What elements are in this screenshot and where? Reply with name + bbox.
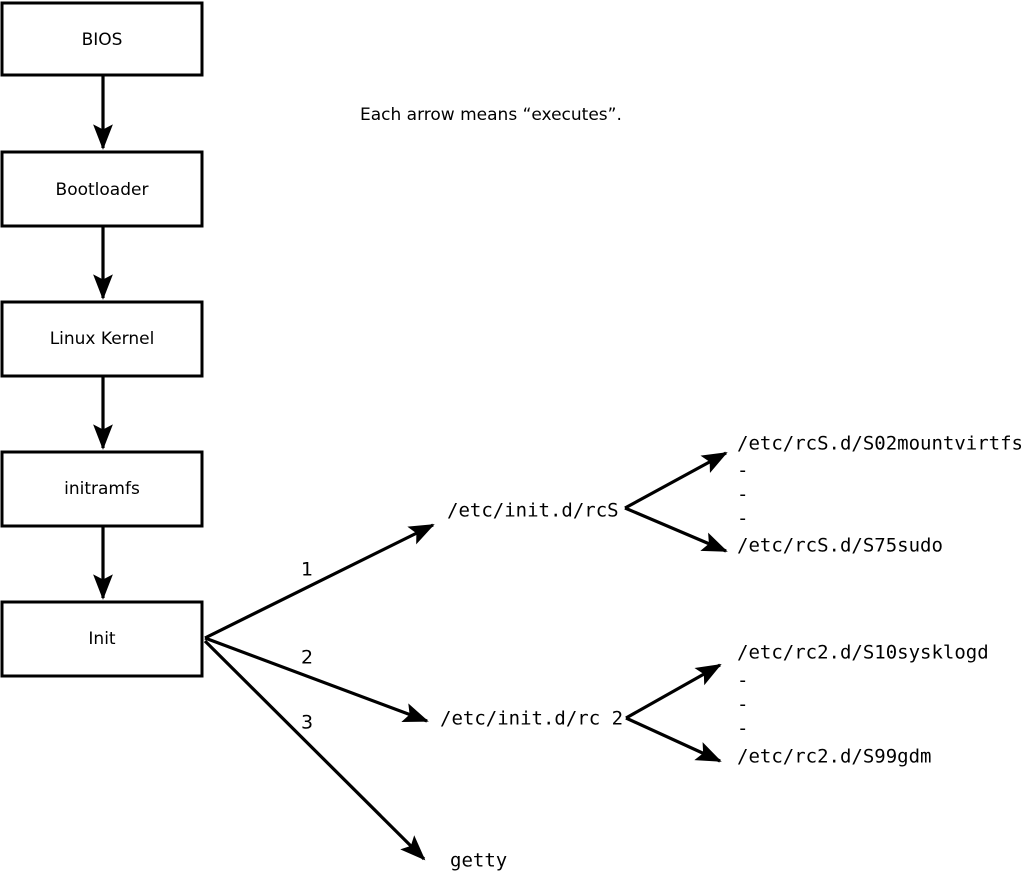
box-linux-kernel-label: Linux Kernel bbox=[50, 329, 155, 349]
label-rc2-d-first: /etc/rc2.d/S10sysklogd bbox=[737, 642, 989, 664]
box-bios: BIOS bbox=[0, 1, 204, 77]
label-rcs-script: /etc/init.d/rcS bbox=[447, 500, 619, 522]
box-bootloader: Bootloader bbox=[0, 150, 204, 228]
box-initramfs-rect bbox=[0, 450, 204, 528]
box-bios-label: BIOS bbox=[82, 30, 123, 50]
label-rcs-d-ellipsis-3: - bbox=[737, 508, 748, 530]
box-bios-rect bbox=[0, 1, 204, 77]
diagram-caption: Each arrow means “executes”. bbox=[360, 105, 622, 125]
arrow-init-to-getty bbox=[203, 639, 426, 861]
label-rcs-d-ellipsis-1: - bbox=[737, 460, 748, 482]
edge-number-2: 2 bbox=[301, 647, 313, 669]
label-rc2-script: /etc/init.d/rc 2 bbox=[440, 708, 623, 730]
box-init: Init bbox=[0, 600, 204, 678]
arrow-rcs-to-first-script bbox=[624, 451, 728, 510]
box-linux-kernel: Linux Kernel bbox=[0, 300, 204, 378]
box-init-label: Init bbox=[88, 629, 116, 649]
label-rcs-d-ellipsis-2: - bbox=[737, 484, 748, 506]
label-rc2-d-last: /etc/rc2.d/S99gdm bbox=[737, 746, 931, 768]
edge-number-1: 1 bbox=[301, 559, 313, 581]
arrow-init-to-rcs bbox=[204, 523, 435, 640]
arrow-rc2-to-last-script bbox=[625, 716, 722, 763]
label-rc2-d-ellipsis-1: - bbox=[737, 670, 748, 692]
label-getty: getty bbox=[450, 850, 507, 872]
label-rcs-d-last: /etc/rcS.d/S75sudo bbox=[737, 535, 943, 557]
arrow-rcs-to-last-script bbox=[624, 506, 728, 553]
box-bootloader-rect bbox=[0, 150, 204, 228]
label-rc2-d-ellipsis-2: - bbox=[737, 694, 748, 716]
label-rcs-d-first: /etc/rcS.d/S02mountvirtfs bbox=[737, 433, 1023, 455]
edge-number-3: 3 bbox=[301, 712, 313, 734]
label-rc2-d-ellipsis-3: - bbox=[737, 718, 748, 740]
arrow-init-to-rc2 bbox=[204, 636, 429, 723]
box-initramfs: initramfs bbox=[0, 450, 204, 528]
arrow-rc2-to-first-script bbox=[625, 663, 722, 720]
box-initramfs-label: initramfs bbox=[64, 479, 140, 499]
box-init-rect bbox=[0, 600, 204, 678]
box-bootloader-label: Bootloader bbox=[56, 180, 149, 200]
